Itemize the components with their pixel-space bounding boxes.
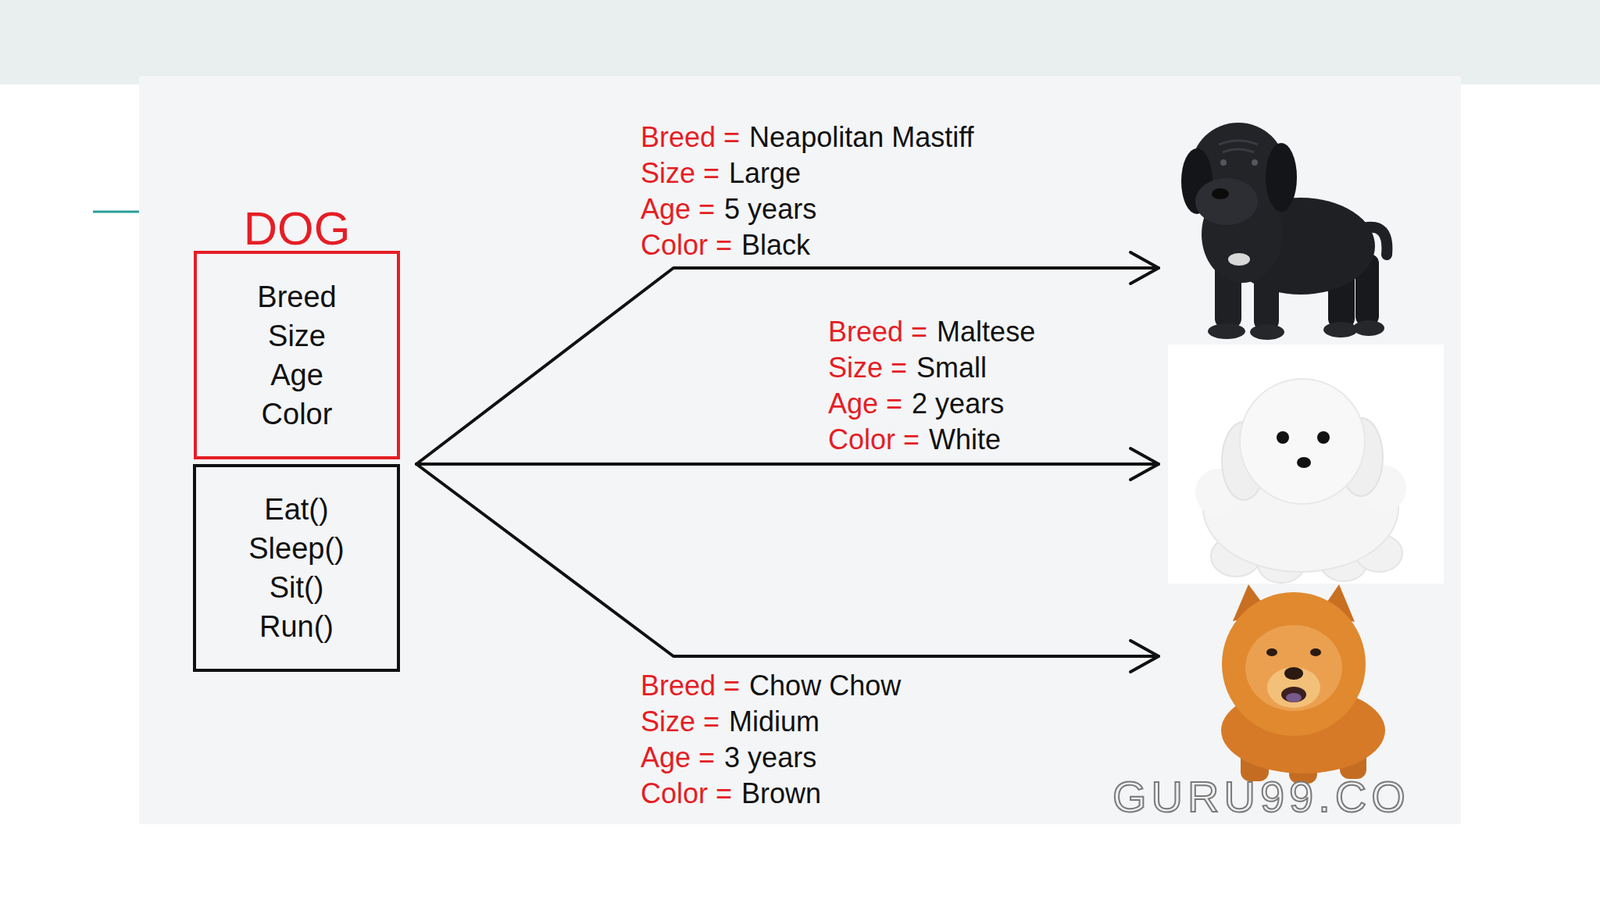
dog-paw [1323,321,1358,338]
attribute-value: Brown [741,775,822,812]
dog-ear [1265,142,1297,212]
attribute-value: Neapolitan Mastiff [749,119,975,156]
dog-mane [1221,592,1366,736]
class-heading: DOG [243,205,351,253]
attribute-value: White [928,421,1001,458]
attribute-name: Breed = [640,667,740,704]
photo-ground [1167,344,1444,584]
attribute-value: 3 years [724,739,817,776]
dog-head [1239,378,1365,504]
accent-line [92,210,140,214]
watermark: GURU99.CO [1112,773,1411,821]
dog-paw [1353,320,1385,336]
attribute-value: Midium [728,703,820,740]
attribute-value: Small [916,350,987,386]
attribute-value: 2 years [911,385,1004,422]
attribute-value: 5 years [724,191,817,228]
attribute-box: DOGBreed Size Age Color [193,250,400,460]
mastiff-puppy [1181,122,1387,340]
top-band [0,0,1600,85]
arrow-line [416,464,1159,657]
attribute-name: Color = [828,421,920,458]
attribute-name: Size = [640,155,720,192]
attribute-name: Breed = [640,119,740,156]
dog-nose [1296,457,1311,468]
attribute-name: Color = [640,227,733,264]
attribute-value: Black [741,227,811,264]
dog-nose [1211,188,1229,200]
instance-arrows [416,252,1159,672]
dog-paw [1250,324,1285,340]
method-box: Eat() Sleep() Sit() Run() [192,464,400,672]
attribute-name: Size = [828,350,908,386]
attribute-list: Breed Size Age Color [257,277,336,434]
chow-chow-puppy [1221,584,1386,784]
dog-muzzle [1195,178,1258,225]
attribute-name: Age = [828,385,903,422]
maltese-puppy [1167,344,1444,584]
dog-eye [1266,648,1278,657]
arrow-head [1130,252,1159,284]
chest-patch [1228,253,1250,266]
image-panel [139,75,1461,825]
attribute-name: Size = [640,703,720,740]
attribute-name: Color = [640,775,733,812]
dog-eye [1310,648,1322,657]
dog-muzzle [1267,667,1321,708]
dog-face [1245,625,1343,711]
dog-paw [1207,323,1246,340]
attribute-name: Breed = [828,314,928,350]
arrow-head [1130,448,1159,480]
dog-eye [1276,431,1290,444]
attribute-name: Age = [640,739,715,776]
dog-eye [1220,159,1227,166]
arrow-line [416,462,1159,466]
dog-nose [1284,667,1304,680]
dog-wrinkle [1218,140,1258,153]
arrow-line [416,267,1159,465]
attribute-value: Chow Chow [749,667,901,704]
arrow-head [1130,640,1159,672]
dog-tongue [1285,692,1302,703]
method-list: Eat() Sleep() Sit() Run() [248,489,345,647]
dog-eye [1251,159,1258,166]
attribute-name: Age = [640,191,715,228]
dog-eye [1317,431,1330,444]
dog-mouth [1281,686,1307,703]
attribute-value: Large [728,155,801,192]
attribute-value: Maltese [936,314,1036,350]
